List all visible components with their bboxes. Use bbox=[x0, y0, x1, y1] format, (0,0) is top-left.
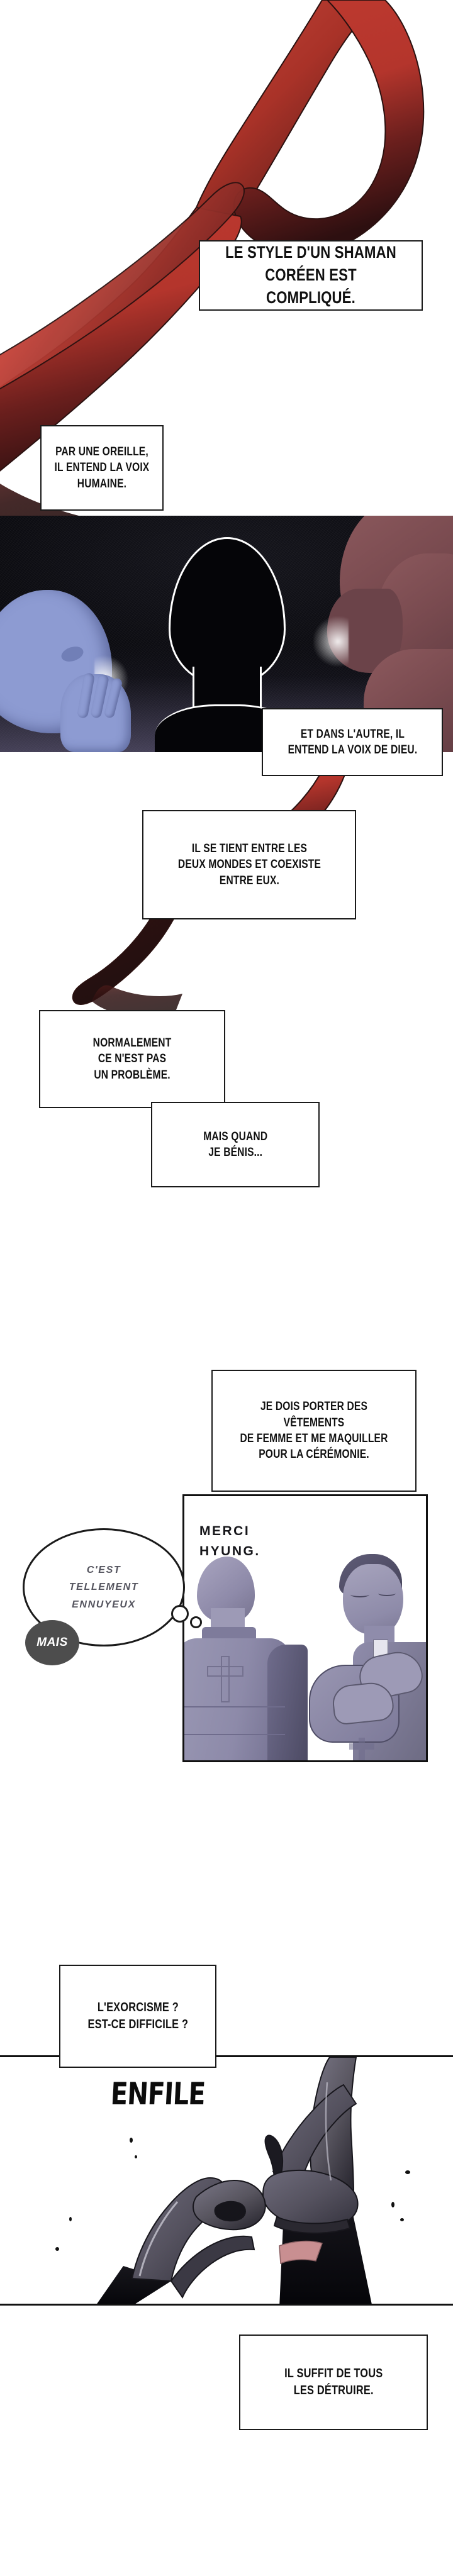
ink-speck bbox=[55, 2247, 59, 2251]
caption-shaman-style: LE STYLE D'UN SHAMAN CORÉEN EST COMPLIQU… bbox=[199, 240, 423, 311]
mais-badge-text: MAIS bbox=[36, 1636, 68, 1649]
priest-arm-shadow bbox=[267, 1645, 308, 1760]
thought-bubble-tail-small bbox=[190, 1616, 202, 1628]
red-figure-mouth-glow bbox=[313, 615, 349, 667]
caption-one-ear: PAR UNE OREILLE, IL ENTEND LA VOIX HUMAI… bbox=[40, 425, 164, 511]
caption-exorcism-question: L'EXORCISME ? EST-CE DIFFICILE ? bbox=[59, 1965, 216, 2068]
thought-bubble-boring: C'EST TELLEMENT ENNUYEUX bbox=[23, 1528, 185, 1646]
caption-text: LE STYLE D'UN SHAMAN CORÉEN EST COMPLIQU… bbox=[225, 243, 396, 307]
caption-between-worlds: IL SE TIENT ENTRE LES DEUX MONDES ET COE… bbox=[142, 810, 356, 919]
blue-head-cheek-shadow bbox=[59, 644, 86, 665]
friend-closed-eye bbox=[350, 1592, 369, 1597]
black-silhouette-head bbox=[169, 537, 286, 686]
ink-speck bbox=[400, 2218, 404, 2221]
caption-text: IL SUFFIT DE TOUS LES DÉTRUIRE. bbox=[284, 2367, 383, 2397]
panel-putting-on-gloves: ENFILE bbox=[0, 2055, 453, 2306]
priest-back-seam bbox=[184, 1734, 285, 1735]
mais-badge: MAIS bbox=[25, 1620, 79, 1665]
caption-but-when-i-bless: MAIS QUAND JE BÉNIS... bbox=[151, 1102, 320, 1187]
caption-text: MAIS QUAND JE BÉNIS... bbox=[203, 1130, 268, 1159]
ink-speck bbox=[135, 2155, 137, 2158]
caption-normally-no-problem: NORMALEMENT CE N'EST PAS UN PROBLÈME. bbox=[39, 1010, 225, 1108]
friend-head bbox=[343, 1564, 403, 1635]
caption-destroy-them-all: IL SUFFIT DE TOUS LES DÉTRUIRE. bbox=[239, 2334, 428, 2430]
ink-speck bbox=[405, 2170, 410, 2174]
caption-text: IL SE TIENT ENTRE LES DEUX MONDES ET COE… bbox=[177, 842, 321, 887]
cross-icon bbox=[207, 1656, 243, 1702]
thought-bubble-tail-large bbox=[171, 1605, 189, 1623]
panel-priest-and-friend: MERCI HYUNG. bbox=[182, 1494, 428, 1762]
ink-speck bbox=[391, 2202, 394, 2207]
caption-text: ET DANS L'AUTRE, IL ENTEND LA VOIX DE DI… bbox=[288, 727, 417, 757]
caption-text: NORMALEMENT CE N'EST PAS UN PROBLÈME. bbox=[92, 1036, 172, 1082]
caption-text: PAR UNE OREILLE, IL ENTEND LA VOIX HUMAI… bbox=[54, 445, 150, 491]
thought-bubble-text: C'EST TELLEMENT ENNUYEUX bbox=[69, 1565, 139, 1610]
friend-closed-eye bbox=[378, 1591, 396, 1596]
sfx-enfile: ENFILE bbox=[109, 2076, 206, 2112]
gloved-hands-illustration bbox=[97, 2057, 372, 2304]
caption-text: JE DOIS PORTER DES VÊTEMENTS DE FEMME ET… bbox=[240, 1400, 388, 1462]
merci-hyung-text: MERCI HYUNG. bbox=[199, 1524, 260, 1558]
caption-text: L'EXORCISME ? EST-CE DIFFICILE ? bbox=[87, 2001, 188, 2031]
caption-womens-clothes: JE DOIS PORTER DES VÊTEMENTS DE FEMME ET… bbox=[211, 1370, 417, 1492]
ink-speck bbox=[130, 2138, 133, 2143]
priest-back-seam bbox=[184, 1706, 285, 1707]
cross-icon bbox=[349, 1738, 374, 1760]
caption-other-ear: ET DANS L'AUTRE, IL ENTEND LA VOIX DE DI… bbox=[262, 708, 443, 776]
ink-speck bbox=[69, 2217, 72, 2221]
